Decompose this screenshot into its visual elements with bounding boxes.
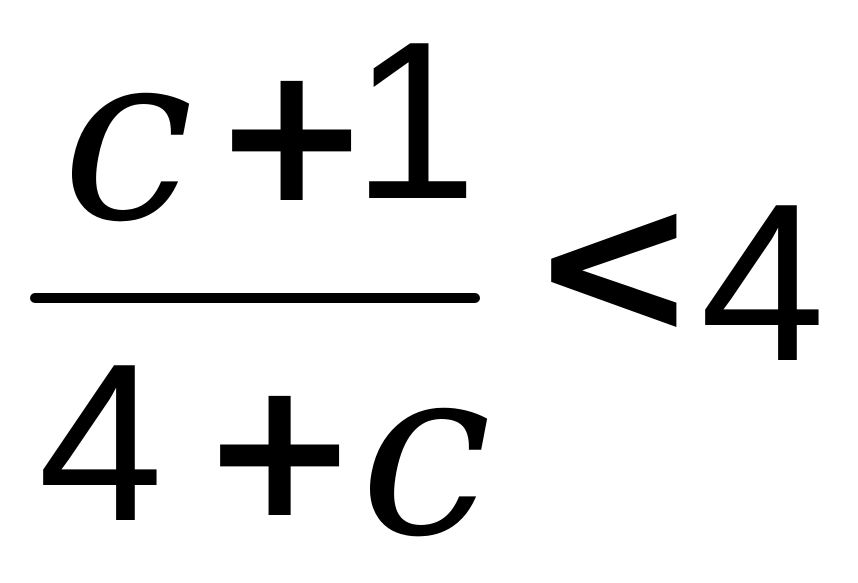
denominator-plus-sign: + [200, 339, 360, 560]
numerator-plus-sign: + [212, 24, 372, 245]
less-than-sign: < [530, 148, 698, 381]
numerator-variable: c [62, 1, 194, 274]
numerator-constant: 1 [352, 0, 478, 246]
right-hand-side-constant: 4 [700, 156, 826, 408]
denominator-variable: c [360, 316, 492, 583]
denominator-constant: 4 [38, 316, 164, 568]
fraction-bar [30, 293, 480, 303]
